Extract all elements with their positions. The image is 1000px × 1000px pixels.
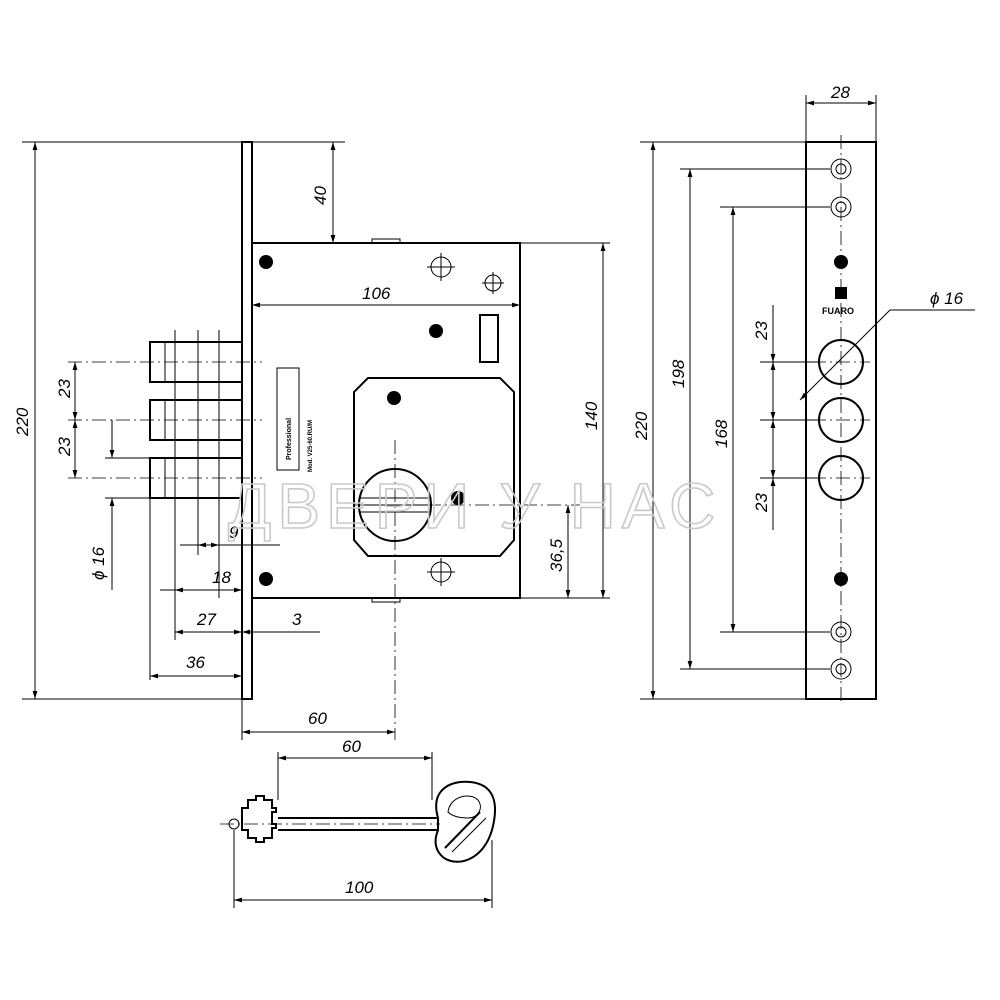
dim-strike-pitch-2: 23 bbox=[752, 493, 771, 513]
lock-dimensions: 220 40 106 140 36,5 23 23 ϕ 16 bbox=[13, 141, 610, 740]
dim-bolt-pitch-1: 23 bbox=[55, 379, 74, 399]
strike-dot-bottom bbox=[834, 572, 848, 586]
case-tab-top bbox=[371, 238, 401, 243]
dim-strike-pitch-1: 23 bbox=[752, 321, 771, 341]
rivet-gear bbox=[387, 391, 401, 405]
bolts bbox=[68, 341, 262, 499]
dim-offset-27: 27 bbox=[196, 610, 216, 629]
dim-bolt-pitch-2: 23 bbox=[55, 437, 74, 457]
lock-label-model: Mod. V25-60.RU/M bbox=[308, 420, 314, 472]
crosshair-holes bbox=[427, 253, 504, 586]
dim-hole-spacing-168: 168 bbox=[712, 419, 731, 448]
faceplate bbox=[241, 141, 253, 700]
key-bit bbox=[241, 795, 277, 843]
dim-case-width: 106 bbox=[362, 284, 391, 303]
strike-mount-holes bbox=[830, 158, 852, 680]
case-tab-bottom bbox=[371, 598, 401, 603]
dim-offset-18: 18 bbox=[212, 568, 231, 587]
dim-total-height: 220 bbox=[13, 407, 32, 437]
lock-label: Professional Mod. V25-60.RU/M bbox=[276, 367, 314, 472]
key-view: 60 100 bbox=[220, 737, 496, 908]
screw-hole-bottom-left bbox=[259, 572, 273, 586]
strike-logo-mark bbox=[835, 287, 847, 299]
dim-strike-height: 220 bbox=[632, 411, 651, 441]
latch-slot bbox=[479, 314, 499, 363]
lock-body-view: Professional Mod. V25-60.RU/M bbox=[68, 141, 580, 740]
watermark: ДВЕРИ У НАС bbox=[228, 470, 721, 542]
dim-case-height: 140 bbox=[582, 401, 601, 430]
dim-offset-9: 9 bbox=[229, 523, 239, 542]
mechanism-plate bbox=[353, 377, 515, 557]
screw-hole-top-left bbox=[259, 255, 273, 269]
dim-key-length: 100 bbox=[345, 878, 374, 897]
dim-strike-hole-diameter: ϕ 16 bbox=[930, 289, 964, 308]
dim-hole-spacing-198: 198 bbox=[669, 359, 688, 388]
dim-cylinder-offset: 36,5 bbox=[547, 538, 566, 572]
dim-bolt-throw: 36 bbox=[186, 653, 205, 672]
dim-key-shank: 60 bbox=[342, 737, 361, 756]
strike-brand: FUARO bbox=[822, 306, 854, 316]
strike-dot-top bbox=[834, 255, 848, 269]
dim-faceplate-thickness: 3 bbox=[292, 610, 302, 629]
rivet-cylinder bbox=[451, 491, 465, 505]
dim-top-offset: 40 bbox=[311, 186, 330, 205]
dim-bolt-diameter: ϕ 16 bbox=[89, 546, 108, 580]
lock-case bbox=[251, 242, 521, 599]
strike-dimensions: 28 220 198 168 23 23 ϕ 16 bbox=[632, 83, 975, 700]
lock-label-brand: Professional bbox=[286, 418, 293, 460]
rivet-mid bbox=[429, 324, 443, 338]
dim-backset: 60 bbox=[308, 709, 327, 728]
key-bow bbox=[434, 780, 496, 863]
dim-strike-width: 28 bbox=[830, 83, 850, 102]
